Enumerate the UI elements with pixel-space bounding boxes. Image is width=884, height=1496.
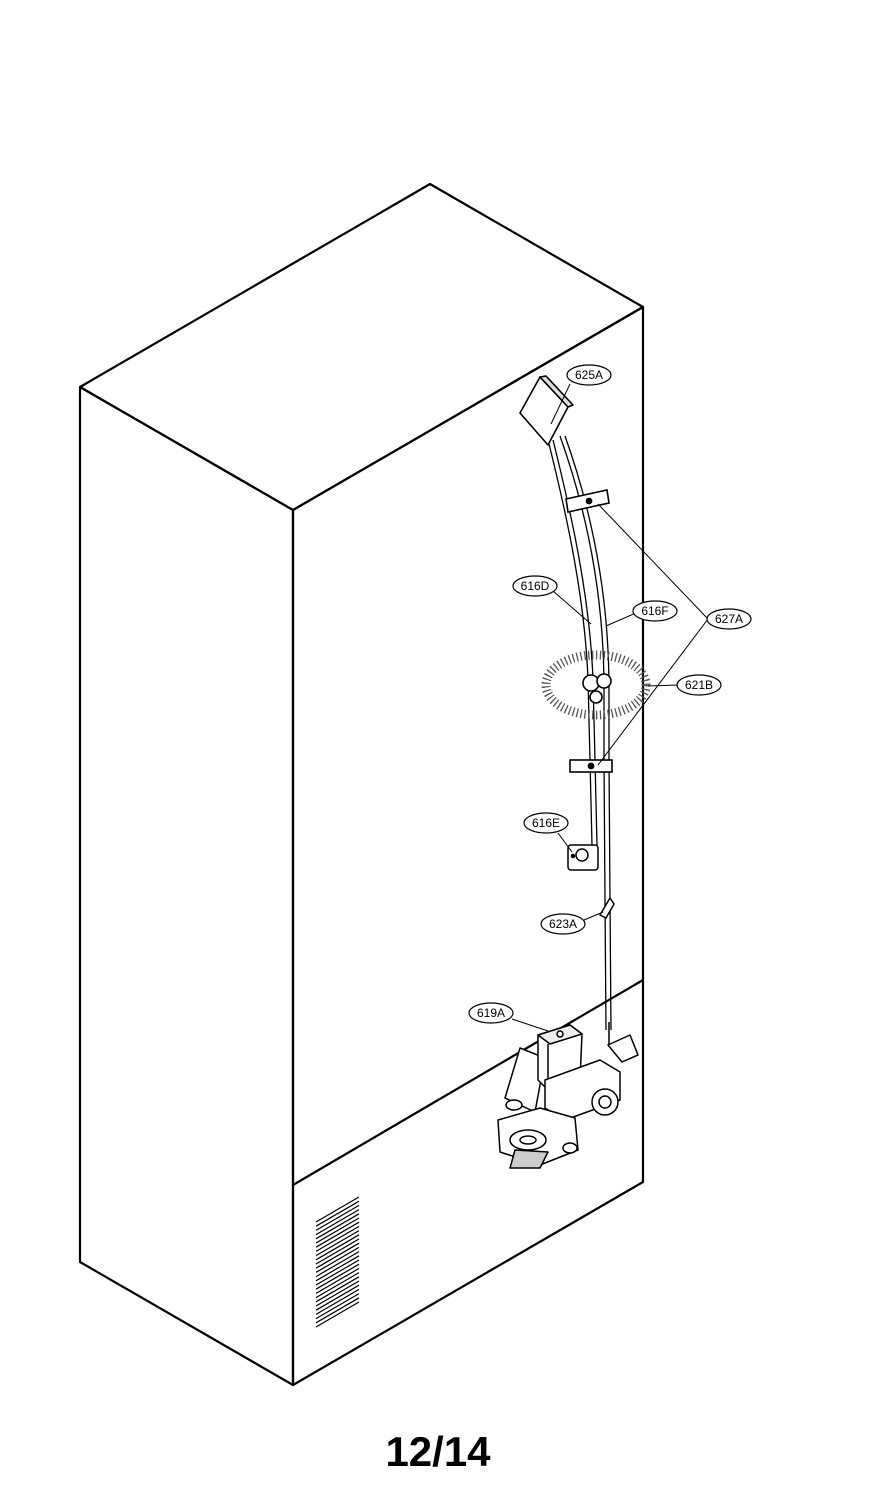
leader-lines [511,383,709,1032]
vent-slat [315,1255,360,1282]
refrigerator-cabinet [78,182,645,1387]
vent-slat [315,1288,360,1315]
vent-slat [315,1267,360,1294]
callout-616e-label: 616E [532,816,560,830]
leader-623a [583,911,604,921]
callout-623a: 623A [540,913,586,935]
callout-616d: 616D [512,575,558,597]
vent-slat [315,1234,360,1261]
vent-slat [315,1280,360,1307]
vent-slat [315,1259,360,1286]
page-number: 12/14 [385,1428,491,1475]
clamp-627a-lower [569,759,613,773]
holder-616e [567,844,599,871]
callout-625a: 625A [566,364,612,386]
leader-627a-lower [597,618,709,766]
callout-616f: 616F [632,600,678,622]
vent-grille [315,1196,360,1328]
vent-slat [315,1200,360,1227]
callout-616d-label: 616D [521,579,550,593]
clip-623a [598,896,615,919]
connector-625a [519,375,574,446]
vent-slat [315,1213,360,1240]
vent-slat [315,1217,360,1244]
machine-compartment-line [292,979,644,1186]
clamp-627a-upper [565,489,610,513]
callout-619a-label: 619A [477,1006,505,1020]
vent-slat [315,1284,360,1311]
callout-621b: 621B [676,674,722,696]
vent-slat [315,1251,360,1278]
callout-625a-label: 625A [575,368,603,382]
cabinet-left-face [78,385,295,1387]
vent-slat [315,1263,360,1290]
leader-625a [550,383,571,425]
vent-slat [315,1238,360,1265]
callout-623a-label: 623A [549,917,577,931]
leader-616d [552,590,592,625]
vent-slat [315,1209,360,1236]
callout-621b-label: 621B [685,678,713,692]
coupling-621b [541,650,651,720]
vent-slat [315,1246,360,1273]
cabinet-back-face [291,305,645,1387]
callouts: 625A 616D 616F 627A 621B 616E 623A 619A [468,364,752,1024]
leader-616f [605,612,637,627]
leader-627a-upper [597,503,709,620]
callout-627a-label: 627A [715,612,743,626]
vent-slat [315,1196,360,1223]
water-tubes [547,435,612,1031]
vent-slat [315,1204,360,1231]
callout-616e: 616E [523,812,569,834]
vent-slat [315,1297,360,1324]
callout-616f-label: 616F [641,604,668,618]
tube-616f [559,435,607,1031]
vent-slat [315,1276,360,1303]
water-valve-619a [497,1022,639,1169]
leader-616e [557,832,573,853]
vent-slat [315,1272,360,1299]
vent-slat [315,1301,360,1328]
leader-619a [511,1018,549,1032]
vent-slat [315,1242,360,1269]
vent-slat [315,1230,360,1257]
callout-627a: 627A [706,608,752,630]
vent-slat [315,1293,360,1320]
vent-slat [315,1225,360,1252]
vent-slat [315,1221,360,1248]
callout-619a: 619A [468,1002,514,1024]
leader-621b [647,684,679,687]
